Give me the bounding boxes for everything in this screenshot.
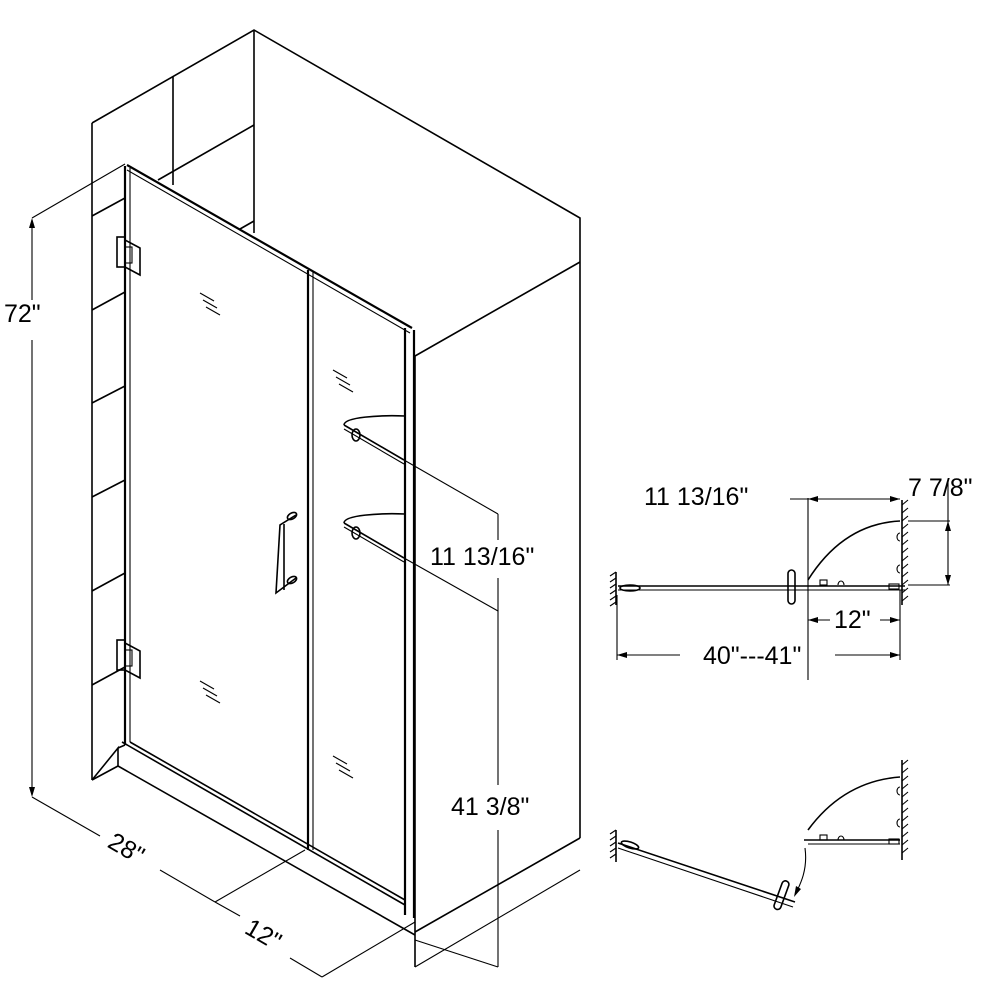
dimension-28-12 xyxy=(31,796,416,978)
door-width-label: 28" xyxy=(103,827,149,870)
glass-shelf-lower xyxy=(343,512,406,563)
shelf-spacing-label: 11 13/16" xyxy=(430,543,534,571)
shelf-height-label: 41 3/8" xyxy=(451,793,529,821)
glass-reflection-marks xyxy=(199,292,354,779)
plan-view-closed: 11 13/16" 7 7/8" 12" 40"---41" xyxy=(609,474,972,680)
plan-panel-width-label: 12" xyxy=(834,606,871,634)
overall-width-label: 40"---41" xyxy=(703,642,801,670)
plan-view-open xyxy=(609,759,909,911)
glass-shelf-upper xyxy=(343,414,406,465)
shelf-projection-label: 7 7/8" xyxy=(908,474,972,502)
height-label: 72" xyxy=(4,300,41,328)
dimension-72 xyxy=(29,163,126,797)
dimension-shelf-spacing xyxy=(403,459,499,967)
shelf-depth-label: 11 13/16" xyxy=(644,483,748,511)
isometric-view: 72" 28" 12" 11 13/16" 41 3/8" xyxy=(4,29,581,978)
panel-width-label: 12" xyxy=(240,913,286,956)
